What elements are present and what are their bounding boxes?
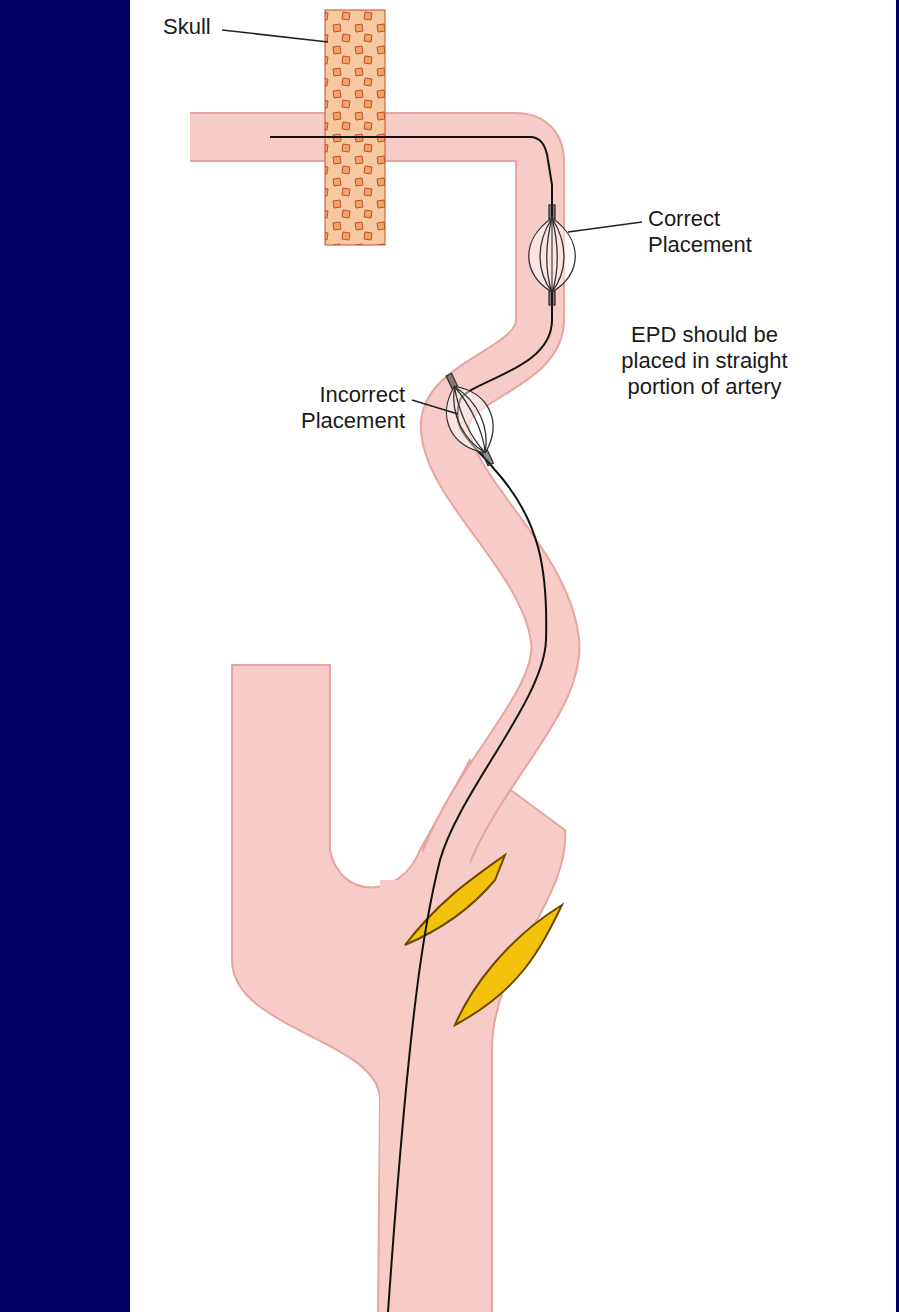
- leader-line: [568, 222, 642, 232]
- part-label: Incorrect Placement: [230, 382, 405, 434]
- leader-line: [222, 30, 328, 42]
- part-label: Correct Placement: [648, 206, 768, 258]
- part-label: Skull: [163, 14, 211, 40]
- leader-line: [412, 400, 458, 414]
- note-text: EPD should be placed in straight portion…: [612, 322, 797, 400]
- image-ground: [130, 0, 896, 1312]
